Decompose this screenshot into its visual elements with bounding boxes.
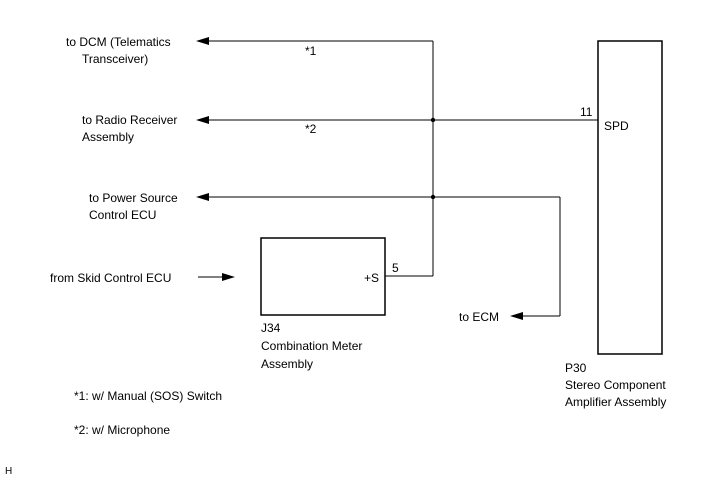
radio-label-line2: Assembly	[82, 130, 134, 144]
arrow-to-dcm	[196, 37, 209, 45]
ecm-label: to ECM	[459, 310, 499, 324]
amplifier-name-line1: Stereo Component	[565, 378, 666, 392]
power-source-label-line1: to Power Source	[89, 191, 178, 205]
meter-name-line2: Assembly	[261, 357, 313, 371]
footnote-2: *2: w/ Microphone	[74, 423, 170, 437]
arrow-to-ecm	[510, 312, 523, 320]
meter-name-line1: Combination Meter	[261, 339, 362, 353]
arrow-into-meter	[222, 273, 235, 281]
dcm-label-line2: Transceiver)	[82, 52, 148, 66]
meter-code: J34	[261, 321, 281, 335]
junction-power-line	[430, 194, 436, 200]
skid-control-label: from Skid Control ECU	[50, 271, 171, 285]
corner-mark: H	[5, 466, 12, 477]
radio-label-line1: to Radio Receiver	[82, 113, 177, 127]
dcm-note-marker: *1	[305, 44, 317, 58]
dcm-label-line1: to DCM (Telematics	[66, 35, 171, 49]
power-source-label-line2: Control ECU	[89, 208, 156, 222]
arrow-to-radio	[196, 116, 209, 124]
footnote-1: *1: w/ Manual (SOS) Switch	[74, 389, 222, 403]
meter-pin-number: 5	[392, 261, 399, 275]
amplifier-terminal-label: SPD	[604, 119, 629, 133]
meter-terminal-label: +S	[364, 271, 379, 285]
combination-meter-box	[260, 237, 386, 316]
amplifier-pin-number: 11	[580, 105, 593, 119]
amplifier-code: P30	[565, 361, 587, 375]
arrow-to-power-source	[196, 193, 209, 201]
stereo-amplifier-box	[597, 40, 663, 355]
amplifier-name-line2: Amplifier Assembly	[565, 395, 666, 409]
junction-radio-line	[430, 117, 436, 123]
radio-note-marker: *2	[305, 122, 317, 136]
